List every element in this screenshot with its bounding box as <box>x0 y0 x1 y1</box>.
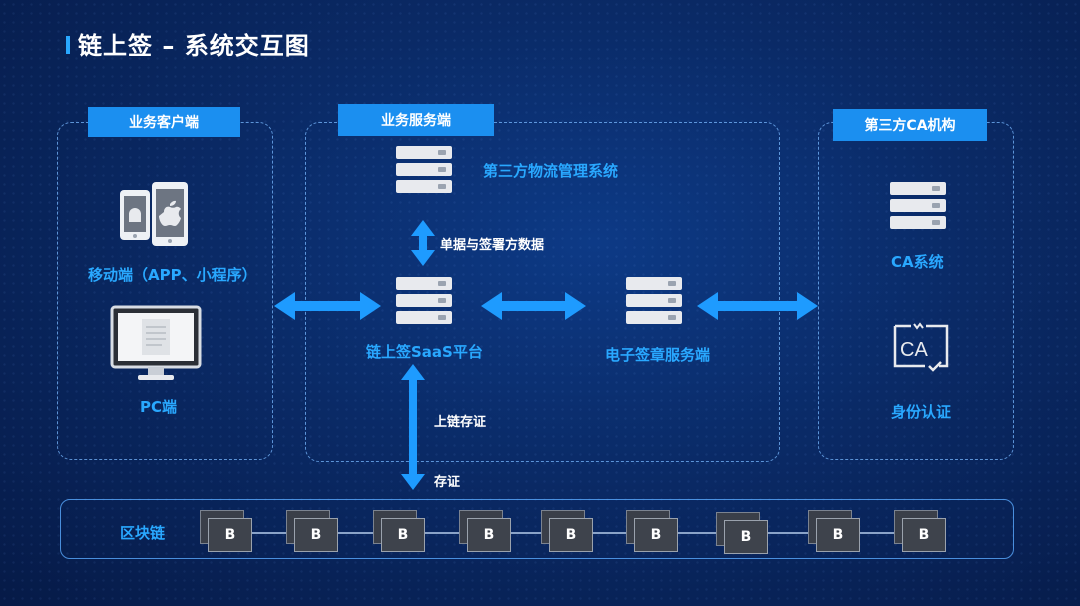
certificate-ca-text: CA <box>900 339 928 361</box>
certificate-icon: CA <box>893 322 949 372</box>
server-panel-tag: 业务服务端 <box>338 104 494 136</box>
chain-arrow-label: 上链存证 <box>434 415 487 430</box>
esign-label: 电子签章服务端 <box>605 346 711 364</box>
pc-monitor-icon <box>110 305 202 380</box>
blockchain-container <box>60 499 1014 559</box>
client-saas-arrow <box>274 292 381 320</box>
client-panel-tag: 业务客户端 <box>88 107 240 137</box>
block-7: B <box>716 512 768 554</box>
saas-chain-arrow <box>401 364 425 490</box>
block-3: B <box>373 510 425 552</box>
block-5: B <box>541 510 593 552</box>
mobile-devices-icon <box>120 182 188 246</box>
ca-system-label: CA系统 <box>891 253 944 271</box>
title-accent-bar <box>66 36 70 54</box>
logistics-saas-arrow <box>411 220 435 266</box>
block-2: B <box>286 510 338 552</box>
data-arrow-label: 单据与签署方数据 <box>440 238 545 253</box>
logistics-label: 第三方物流管理系统 <box>483 162 619 180</box>
block-1: B <box>200 510 252 552</box>
esign-ca-arrow <box>697 292 818 320</box>
store-arrow-label: 存证 <box>434 475 461 490</box>
block-9: B <box>894 510 946 552</box>
block-4: B <box>459 510 511 552</box>
saas-server-icon <box>396 277 452 328</box>
saas-esign-arrow <box>481 292 586 320</box>
identity-label: 身份认证 <box>891 403 952 421</box>
block-6: B <box>626 510 678 552</box>
ca-panel-tag: 第三方CA机构 <box>833 109 987 141</box>
blockchain-label: 区块链 <box>120 524 166 542</box>
pc-label: PC端 <box>140 398 178 416</box>
page-title: 链上签 – 系统交互图 <box>78 32 310 60</box>
logistics-server-icon <box>396 146 452 197</box>
esign-server-icon <box>626 277 682 328</box>
server-panel <box>305 122 780 462</box>
block-8: B <box>808 510 860 552</box>
saas-label: 链上签SaaS平台 <box>366 343 483 361</box>
ca-server-icon <box>890 182 946 233</box>
mobile-label: 移动端（APP、小程序） <box>88 266 257 284</box>
